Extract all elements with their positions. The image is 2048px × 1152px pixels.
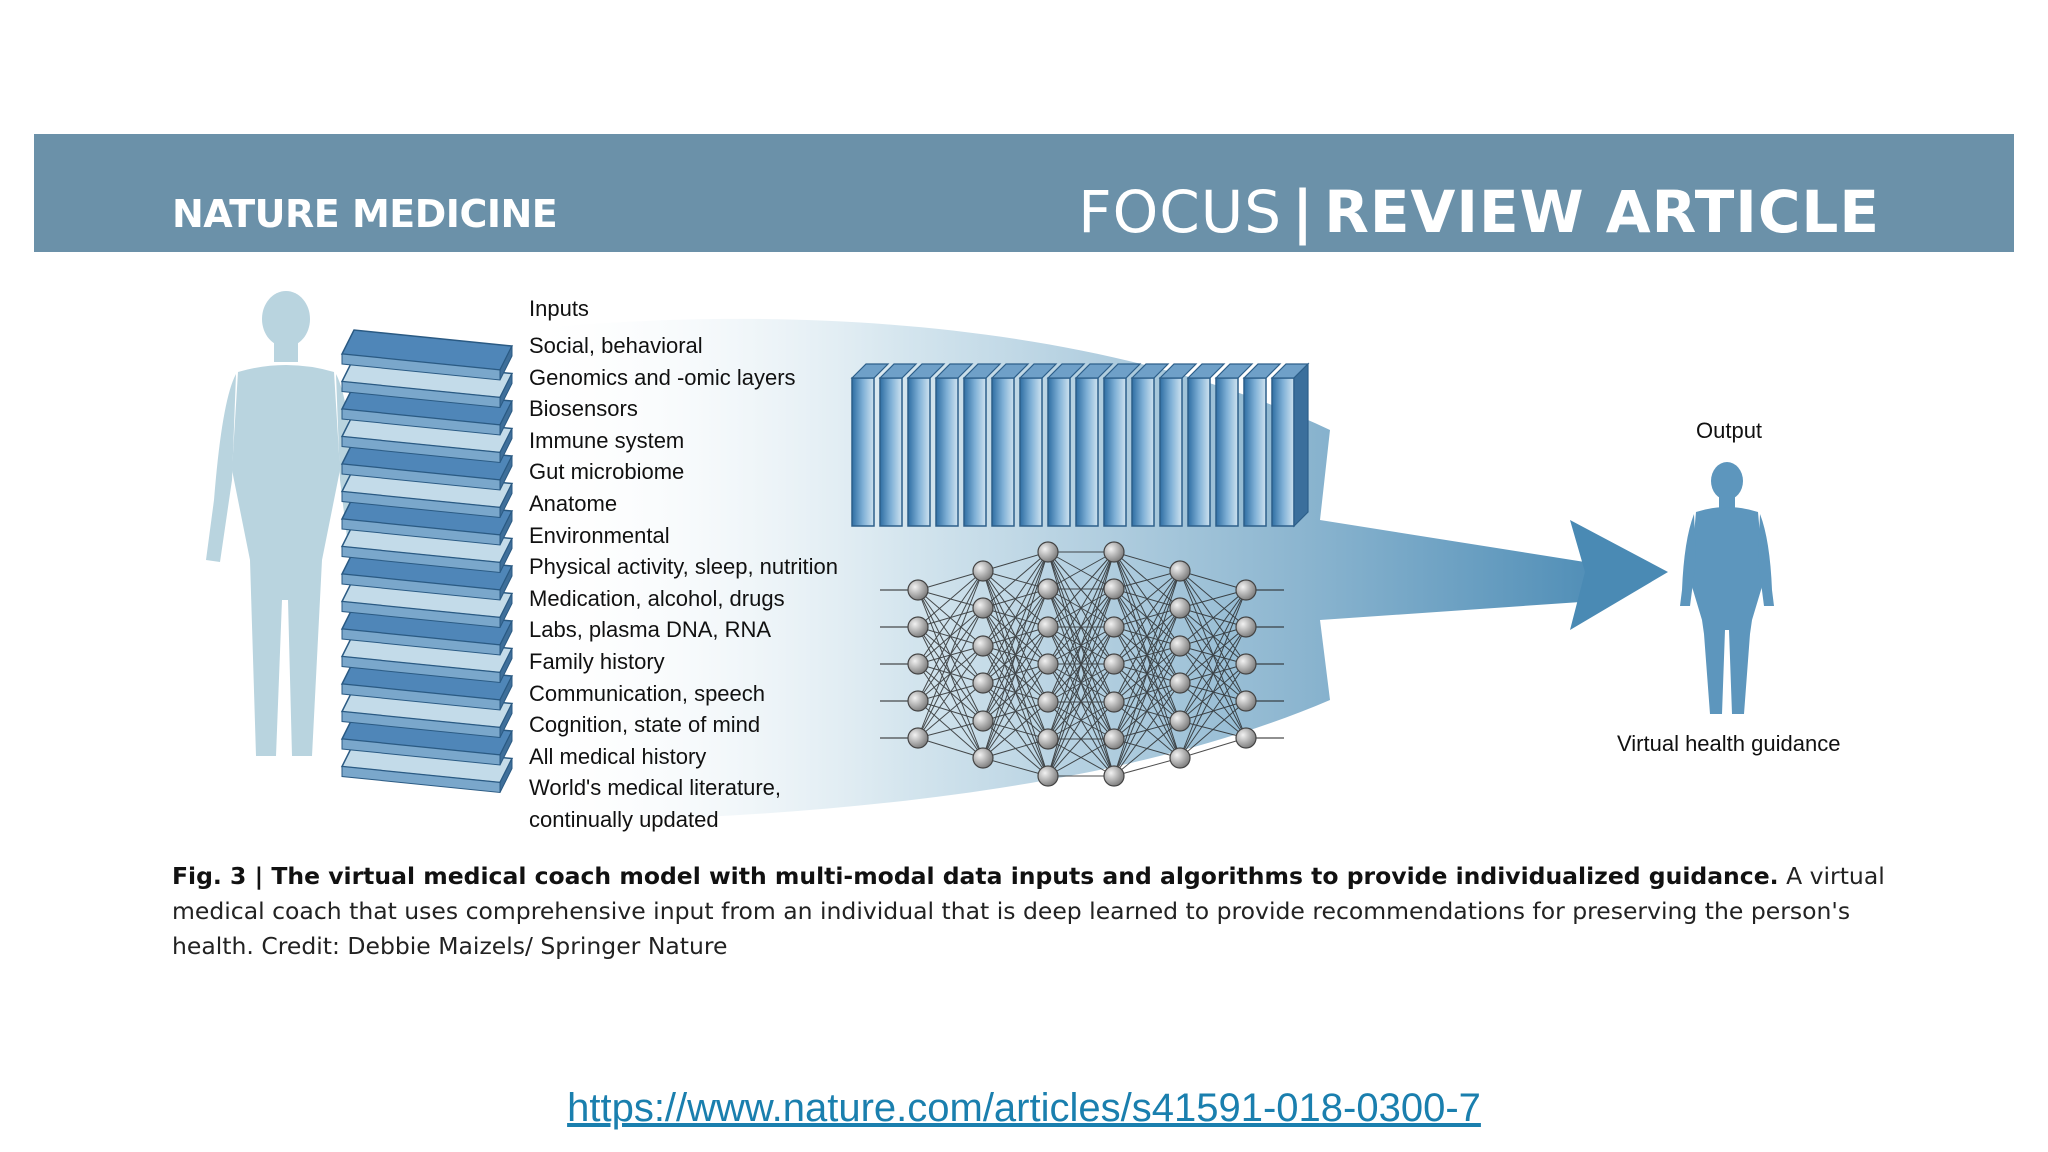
nn-node [1169,560,1191,582]
nn-node [1235,616,1257,638]
nn-node [1169,672,1191,694]
nn-node [972,635,994,657]
input-item: continually updated [529,806,719,832]
input-layer [340,329,514,381]
deep-layer-slab [906,363,946,527]
deep-layer-slab [1102,363,1142,527]
section-title: FOCUS|REVIEW ARTICLE [1078,178,1880,246]
input-item: Anatome [529,490,618,516]
input-item: Immune system [529,427,685,453]
input-item: Social, behavioral [529,333,703,358]
nn-node [1103,578,1125,600]
deep-layer-slab [990,363,1030,527]
flow-arrow [520,318,1625,822]
nn-node [1037,765,1059,787]
input-item: Genomics and -omic layers [529,364,796,390]
deep-layer-side [1293,362,1309,528]
nn-node [1169,747,1191,769]
deep-layer-slab [1046,363,1086,527]
deep-layer-slab [1242,363,1282,527]
input-item: All medical history [529,743,707,769]
nn-node [1103,691,1125,713]
deep-layer-slab [1074,363,1114,527]
deep-layer-slab [1018,363,1058,527]
nn-node [1169,597,1191,619]
input-item: Environmental [529,522,670,548]
nn-node [1235,727,1257,749]
journal-name: NATURE MEDICINE [172,192,558,236]
input-item: Labs, plasma DNA, RNA [529,617,772,643]
deep-layer-slab [878,363,918,527]
nn-node [907,690,929,712]
input-item: Cognition, state of mind [529,712,761,738]
nn-node [907,579,929,601]
input-item: Physical activity, sleep, nutrition [529,554,838,580]
nn-node [1037,728,1059,750]
nn-node [1235,579,1257,601]
nn-node [1037,578,1059,600]
nn-node [972,747,994,769]
caption-text: A virtual medical coach that uses compre… [172,862,1885,960]
deep-layer-slab [850,363,890,527]
input-item: Medication, alcohol, drugs [529,585,785,611]
figure-caption: Fig. 3 | The virtual medical coach model… [172,859,1902,964]
nn-node [972,672,994,694]
output-title: Output [1696,418,1763,443]
nn-node [907,653,929,675]
input-item: Biosensors [529,396,638,422]
nn-node [1037,691,1059,713]
neural-network [880,541,1284,787]
nn-node [972,597,994,619]
journal-banner: NATURE MEDICINE FOCUS|REVIEW ARTICLE [34,134,2014,252]
nn-connections [917,551,1247,777]
nn-node [1037,653,1059,675]
nn-node [1103,728,1125,750]
figure-illustration [206,291,1774,822]
caption-title: Fig. 3 | The virtual medical coach model… [172,862,1779,890]
nn-node [1103,541,1125,563]
input-item: Family history [529,648,665,674]
arrow-head [1570,520,1668,630]
input-layer-stack [340,329,514,794]
section-separator: | [1292,178,1315,246]
nn-node [1169,710,1191,732]
input-item: Communication, speech [529,680,766,706]
output-caption: Virtual health guidance [1617,731,1841,756]
deep-learning-layers [850,362,1310,528]
nn-node [1103,765,1125,787]
nn-node [1103,616,1125,638]
section-focus: FOCUS [1078,178,1283,246]
deep-layer-slab [1214,363,1254,527]
article-link[interactable]: https://www.nature.com/articles/s41591-0… [567,1086,1481,1130]
deep-layer-slab [1130,363,1170,527]
nn-node [907,727,929,749]
nn-node [907,616,929,638]
nn-node [1037,541,1059,563]
human-silhouette-output-icon [1680,462,1774,714]
nn-node [972,560,994,582]
deep-layer-slab [962,363,1002,527]
deep-layer-slab [934,363,974,527]
section-type: REVIEW ARTICLE [1324,178,1880,246]
nn-node [1103,653,1125,675]
input-item: Gut microbiome [529,459,685,485]
nn-node [1235,653,1257,675]
inputs-title: Inputs [529,296,589,321]
nn-node [1169,635,1191,657]
nn-node [1037,616,1059,638]
human-silhouette-input-icon [206,291,364,756]
nn-node [972,710,994,732]
input-item: World's medical literature, [529,775,781,801]
deep-layer-slab [1186,363,1226,527]
deep-layer-slab [1158,363,1198,527]
nn-node [1235,690,1257,712]
